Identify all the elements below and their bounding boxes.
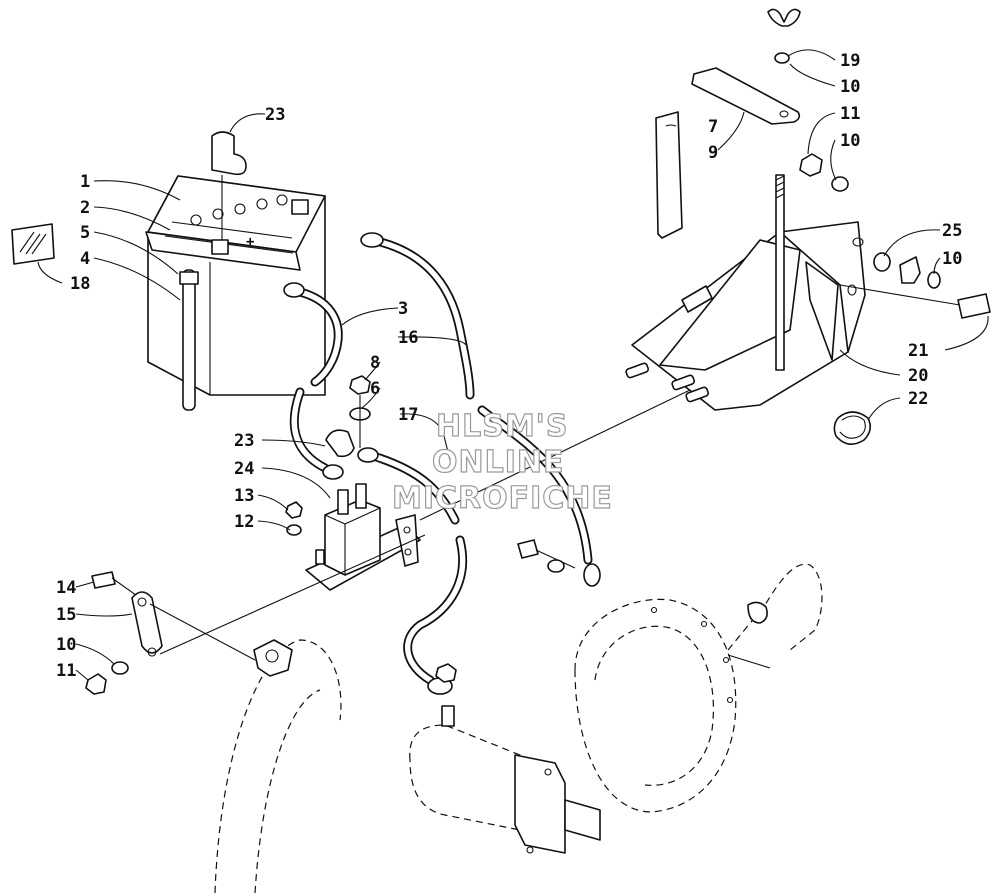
hold-down-bracket [691, 67, 801, 125]
battery-cable-positive [283, 282, 344, 480]
nut-and-washer [349, 375, 371, 448]
engine-case-left [214, 639, 342, 893]
solenoid-nut-washer [285, 501, 303, 536]
callout-23-top: 23 [265, 105, 285, 125]
cable-clamp [833, 411, 872, 445]
terminal-boot-top [211, 131, 247, 240]
positive-mark: + [246, 234, 254, 250]
starter-motor [409, 663, 601, 854]
callout-21: 21 [908, 341, 928, 361]
vent-tube [179, 269, 199, 411]
callout-16: 16 [398, 328, 418, 348]
callout-7: 7 [708, 117, 718, 137]
flywheel-housing [574, 563, 823, 813]
rod-nut-washer [799, 153, 849, 192]
battery-cell-caps [190, 194, 288, 226]
callout-3: 3 [398, 299, 408, 319]
callout-4: 4 [80, 249, 90, 269]
callout-11-right: 11 [840, 104, 860, 124]
callout-14: 14 [56, 578, 76, 598]
box-mount-hardware [839, 252, 991, 319]
battery-box [625, 221, 866, 411]
callout-13: 13 [234, 486, 254, 506]
callout-18: 18 [70, 274, 90, 294]
hold-down-rod [767, 8, 801, 371]
callout-9: 9 [708, 143, 718, 163]
callout-8: 8 [370, 353, 380, 373]
callout-15: 15 [56, 605, 76, 625]
terminal-boot-lower [325, 429, 355, 458]
callout-19: 19 [840, 51, 860, 71]
leader-lines [37, 49, 989, 681]
battery-terminal-negative [291, 199, 309, 215]
callout-20: 20 [908, 366, 928, 386]
callout-10-right: 10 [942, 249, 962, 269]
ground-bracket [85, 534, 426, 695]
callout-10-top: 10 [840, 77, 860, 97]
callout-12: 12 [234, 512, 254, 532]
strap [655, 111, 683, 239]
watermark-line-3: MICROFICHE [392, 481, 613, 516]
callout-25: 25 [942, 221, 962, 241]
starter-cable [357, 447, 468, 695]
callout-10-mid: 10 [840, 131, 860, 151]
watermark-line-1: HLSM'S [436, 409, 568, 444]
watermark: HLSM'S ONLINE MICROFICHE [391, 408, 613, 516]
battery-terminal-positive [211, 239, 229, 255]
callout-22: 22 [908, 389, 928, 409]
callout-1: 1 [80, 172, 90, 192]
callout-2: 2 [80, 198, 90, 218]
callout-5: 5 [80, 223, 90, 243]
watermark-line-2: ONLINE [432, 445, 565, 480]
callout-17: 17 [398, 405, 418, 425]
callout-labels: 1 2 5 4 18 23 3 16 8 6 17 23 24 13 12 14… [56, 51, 962, 681]
callout-11-left: 11 [56, 661, 76, 681]
ground-bolt [517, 539, 576, 573]
warning-label [11, 223, 55, 265]
callout-6: 6 [370, 379, 380, 399]
callout-10-left: 10 [56, 635, 76, 655]
starter-solenoid [305, 483, 421, 591]
callout-24: 24 [234, 459, 254, 479]
battery-cable-negative [360, 232, 601, 587]
callout-23-lower: 23 [234, 431, 254, 451]
